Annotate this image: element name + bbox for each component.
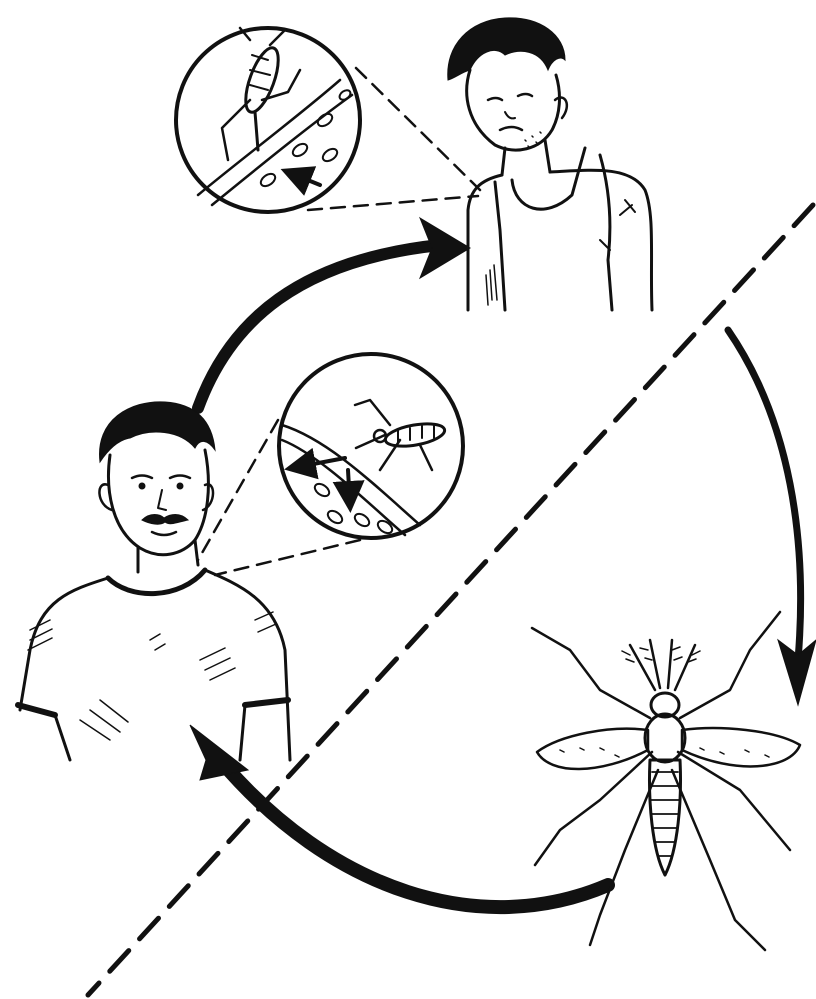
dashed-divider-line [88, 205, 813, 995]
sick-man-illustration [448, 18, 652, 310]
inset-middle-magnifier [198, 354, 463, 575]
arrow-to-healthy-man [220, 760, 608, 907]
healthy-man-illustration [18, 402, 290, 760]
inset-top-magnifier [176, 28, 480, 212]
arrow-to-sick-man [198, 245, 440, 408]
mosquito-injecting-magnified-icon [355, 400, 446, 470]
mosquito-feeding-magnified-icon [222, 28, 300, 160]
arrow-to-mosquito [728, 330, 801, 660]
